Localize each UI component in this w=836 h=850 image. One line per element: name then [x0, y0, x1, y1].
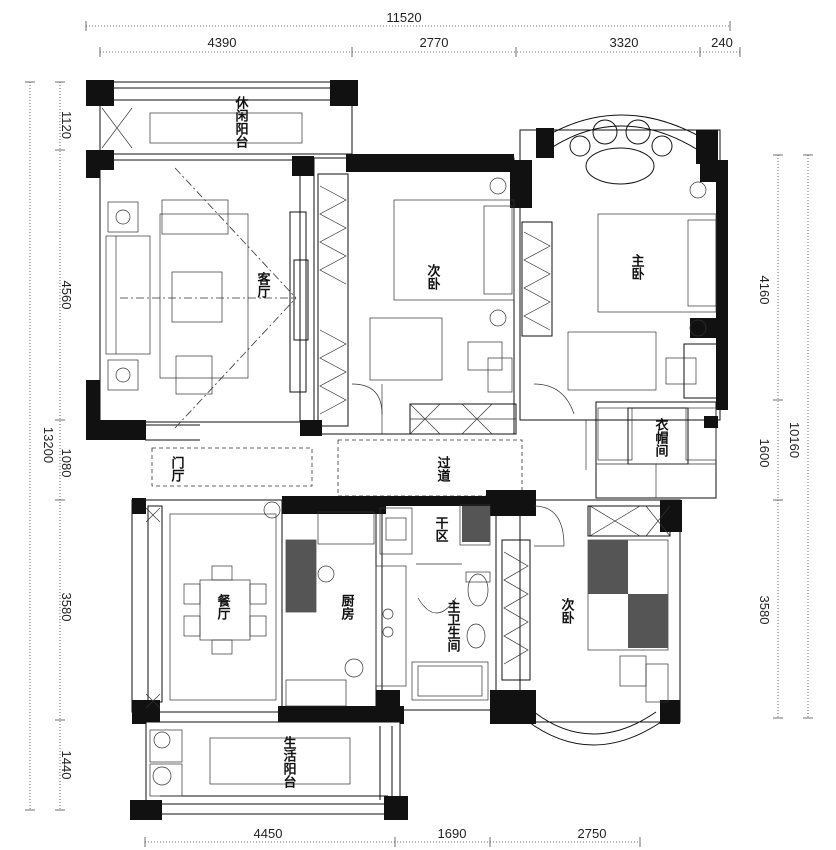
- label-kitchen: 厨房: [339, 594, 355, 621]
- checker-floor: [286, 506, 668, 648]
- wardrobes: [101, 107, 671, 709]
- dim-bottom-segment-3: 2750: [578, 826, 607, 841]
- label-walk-in-closet: 衣帽间: [653, 417, 669, 458]
- dim-left-total: 13200: [41, 427, 56, 463]
- dim-right-segment-1: 4160: [757, 276, 772, 305]
- bay-windows: [525, 114, 707, 746]
- dim-bottom-segment-2: 1690: [438, 826, 467, 841]
- label-corridor: 过道: [435, 455, 451, 483]
- dim-left-segment-1: 1120: [59, 111, 74, 139]
- dimension-labels: 11520 4390 2770 3320 240 13200 1120 4560…: [41, 10, 802, 841]
- dim-right-total: 10160: [787, 422, 802, 458]
- label-second-bedroom-top: 次卧: [425, 263, 441, 291]
- dimension-lines: [25, 21, 813, 847]
- dim-left-segment-5: 1440: [59, 751, 74, 780]
- dim-top-total: 11520: [386, 10, 421, 25]
- room-labels: 休闲阳台 客厅 次卧 主卧 衣帽间 门厅 过道 餐厅 厨房 干区 主卫生间 次卧…: [169, 95, 669, 789]
- dim-left-segment-3: 1080: [59, 449, 74, 478]
- label-master-bathroom: 主卫生间: [445, 599, 461, 653]
- door-swings: [351, 383, 587, 547]
- dim-top-segment-1: 4390: [208, 35, 237, 50]
- label-living-room: 客厅: [255, 271, 271, 299]
- walls: [86, 80, 728, 820]
- dim-top-segment-4: 240: [711, 35, 733, 50]
- dim-top-segment-3: 3320: [610, 35, 639, 50]
- dim-right-segment-3: 3580: [757, 596, 772, 625]
- label-foyer: 门厅: [169, 455, 185, 483]
- dim-top-segment-2: 2770: [420, 35, 449, 50]
- dim-left-segment-4: 3580: [59, 593, 74, 622]
- furniture: [105, 167, 719, 797]
- dim-bottom-segment-1: 4450: [254, 826, 283, 841]
- dim-left-segment-2: 4560: [59, 281, 74, 310]
- dim-right-segment-2: 1600: [757, 439, 772, 468]
- label-dry-zone: 干区: [433, 516, 449, 543]
- label-utility-balcony: 生活阳台: [281, 735, 297, 789]
- label-second-bedroom-bottom: 次卧: [559, 597, 575, 625]
- label-master-bedroom: 主卧: [629, 253, 645, 281]
- label-leisure-balcony: 休闲阳台: [233, 95, 250, 149]
- label-dining-room: 餐厅: [215, 593, 232, 621]
